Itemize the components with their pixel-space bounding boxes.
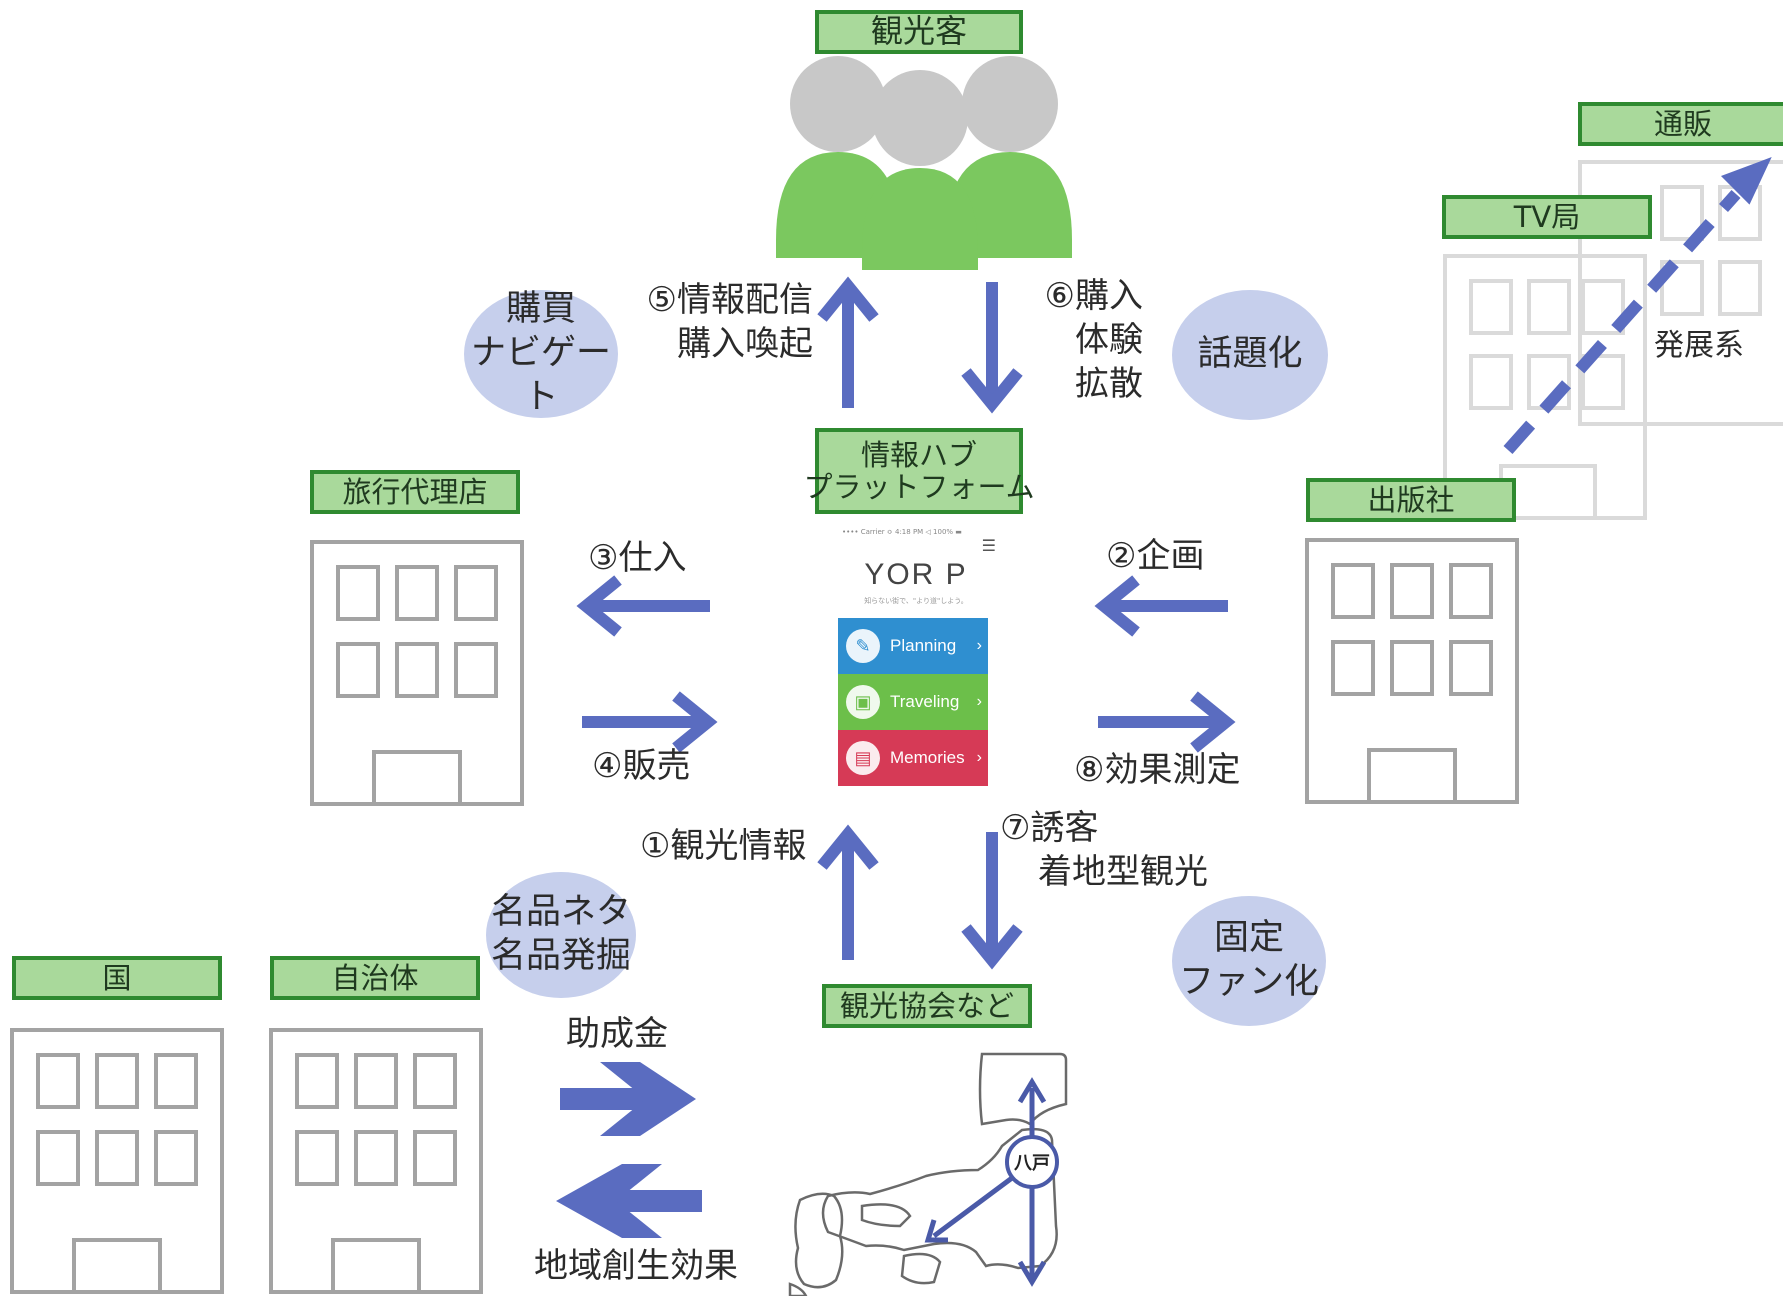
pencil-icon: ✎ xyxy=(846,629,880,663)
step5-text: ⑤情報配信 購入喚起 xyxy=(647,278,813,366)
step7-text: ⑦誘客 着地型観光 xyxy=(1000,806,1208,894)
arrow-to-travel-agency xyxy=(576,575,710,637)
hub-label-line1: 情報ハブ xyxy=(860,437,977,472)
planning-button[interactable]: ✎ Planning › xyxy=(838,618,988,674)
hachinohe-marker: 八戸 xyxy=(1005,1135,1059,1189)
step2-text: ②企画 xyxy=(1106,536,1205,576)
arrow-to-publisher xyxy=(1098,691,1236,753)
regional-effect-arrow xyxy=(556,1164,702,1238)
country-building-icon xyxy=(10,1028,224,1294)
fans-line1: 固定 xyxy=(1213,918,1284,959)
development-dashed-arrow xyxy=(1503,157,1772,454)
fans-bubble: 固定 ファン化 xyxy=(1172,896,1326,1026)
development-text: 発展系 xyxy=(1654,328,1744,363)
arrow-from-publisher xyxy=(1094,575,1228,637)
step1-text: ①観光情報 xyxy=(640,826,807,866)
traveling-label: Traveling xyxy=(890,692,960,711)
mail-order-building-icon xyxy=(1578,160,1783,426)
publisher-building-icon xyxy=(1305,538,1519,804)
step8-text: ⑧効果測定 xyxy=(1074,750,1241,790)
step5-line1: ⑤情報配信 xyxy=(646,280,813,320)
arrow-up-to-tourists xyxy=(817,276,879,408)
step5-line2: 購入喚起 xyxy=(677,324,813,365)
buzz-bubble: 話題化 xyxy=(1172,290,1328,420)
planning-label: Planning xyxy=(890,636,957,655)
local-goods-line2: 名品発掘 xyxy=(490,936,631,976)
step6-line3: 拡散 xyxy=(1075,364,1143,405)
hub-label-line2: プラットフォーム xyxy=(803,470,1035,504)
arrow-from-travel-agency xyxy=(582,691,718,753)
tourism-assoc-label: 観光協会など xyxy=(822,984,1032,1028)
hamburger-menu-icon[interactable]: ☰ xyxy=(981,536,996,555)
tourists-label: 観光客 xyxy=(815,10,1023,54)
municipality-building-icon xyxy=(269,1028,483,1294)
publisher-label: 出版社 xyxy=(1306,478,1516,522)
chevron-right-icon: › xyxy=(976,749,982,766)
traveling-button[interactable]: ▣ Traveling › xyxy=(838,674,988,730)
app-tagline: 知らない街で、"より道"しよう。 xyxy=(864,597,968,605)
travel-agency-label: 旅行代理店 xyxy=(310,470,520,514)
fans-line2: ファン化 xyxy=(1178,962,1319,1002)
subsidy-arrow xyxy=(560,1062,696,1136)
regional-effect-text: 地域創生効果 xyxy=(534,1246,738,1286)
step7-line2: 着地型観光 xyxy=(1038,852,1208,893)
arrow-down-from-tourists xyxy=(961,282,1023,414)
municipality-label: 自治体 xyxy=(270,956,480,1000)
travel-agency-building-icon xyxy=(310,540,524,806)
photo-icon: ▤ xyxy=(846,741,880,775)
step6-line1: ⑥購入 xyxy=(1044,276,1143,316)
memories-button[interactable]: ▤ Memories › xyxy=(838,730,988,786)
yorip-app-screen: •••• Carrier ≎ 4:18 PM ◁ 100% ▬ ☰ YOR P … xyxy=(830,522,1002,790)
arrow-down-to-tourism-assoc xyxy=(961,832,1023,970)
suitcase-icon: ▣ xyxy=(846,685,880,719)
mail-order-label: 通販 xyxy=(1578,102,1783,146)
memories-label: Memories xyxy=(890,748,965,767)
step7-line1: ⑦誘客 xyxy=(1000,808,1099,848)
local-goods-line1: 名品ネタ xyxy=(490,892,631,933)
phone-status-bar: •••• Carrier ≎ 4:18 PM ◁ 100% ▬ xyxy=(842,528,962,536)
hub-label: 情報ハブ プラットフォーム xyxy=(803,428,1035,514)
app-logo: YOR P xyxy=(864,558,968,591)
step6-text: ⑥購入 体験 拡散 xyxy=(1045,274,1143,407)
arrow-up-from-tourism-assoc xyxy=(817,824,879,960)
purchase-nav-bubble: 購買 ナビゲート xyxy=(464,289,618,418)
step6-line2: 体験 xyxy=(1075,320,1143,361)
tv-station-label: TV局 xyxy=(1442,195,1652,239)
chevron-right-icon: › xyxy=(976,693,982,710)
subsidy-text: 助成金 xyxy=(566,1014,668,1054)
chevron-right-icon: › xyxy=(976,637,982,654)
tourists-people-icon xyxy=(776,56,1072,270)
country-label: 国 xyxy=(12,956,222,1000)
step4-text: ④販売 xyxy=(592,746,691,786)
step3-text: ③仕入 xyxy=(588,538,687,578)
purchase-nav-line2: ナビゲート xyxy=(470,333,611,417)
purchase-nav-line1: 購買 xyxy=(505,289,576,330)
local-goods-bubble: 名品ネタ 名品発掘 xyxy=(486,872,636,998)
